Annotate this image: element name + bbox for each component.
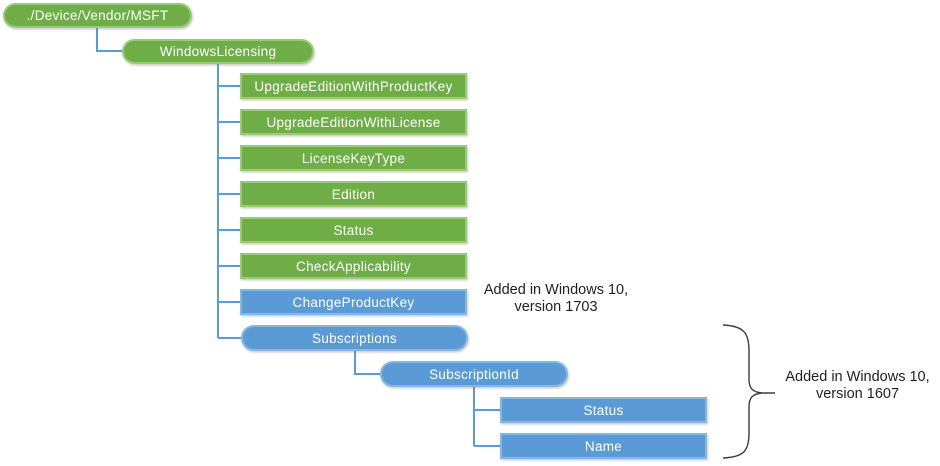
node-subscription-name: Name	[500, 433, 707, 459]
note-line: version 1607	[815, 386, 900, 402]
node-edition: Edition	[240, 181, 467, 207]
node-upgradeeditionwithlicense: UpgradeEditionWithLicense	[240, 109, 467, 135]
subtree-brace	[722, 324, 775, 459]
node-changeproductkey: ChangeProductKey	[240, 289, 467, 315]
note-line: version 1703	[514, 299, 598, 315]
connector-root-to-windowslicensing	[96, 28, 122, 52]
note-added-windows10-1607: Added in Windows 10, version 1607	[770, 369, 940, 403]
node-licensekeytype: LicenseKeyType	[240, 145, 467, 171]
node-upgradeeditionwithproductkey: UpgradeEditionWithProductKey	[240, 73, 467, 99]
node-windowslicensing: WindowsLicensing	[122, 39, 314, 64]
note-line: Added in Windows 10,	[483, 282, 629, 298]
node-subscriptions: Subscriptions	[241, 325, 468, 351]
connector-subscriptions-to-subscriptionid	[354, 351, 380, 375]
note-added-windows10-1703: Added in Windows 10, version 1703	[466, 282, 646, 316]
node-subscription-status: Status	[500, 397, 707, 423]
node-status: Status	[240, 217, 467, 243]
node-subscriptionid: SubscriptionId	[380, 361, 568, 387]
node-checkapplicability: CheckApplicability	[240, 253, 467, 279]
node-device-vendor-msft: ./Device/Vendor/MSFT	[3, 3, 192, 28]
note-line: Added in Windows 10,	[785, 369, 930, 385]
